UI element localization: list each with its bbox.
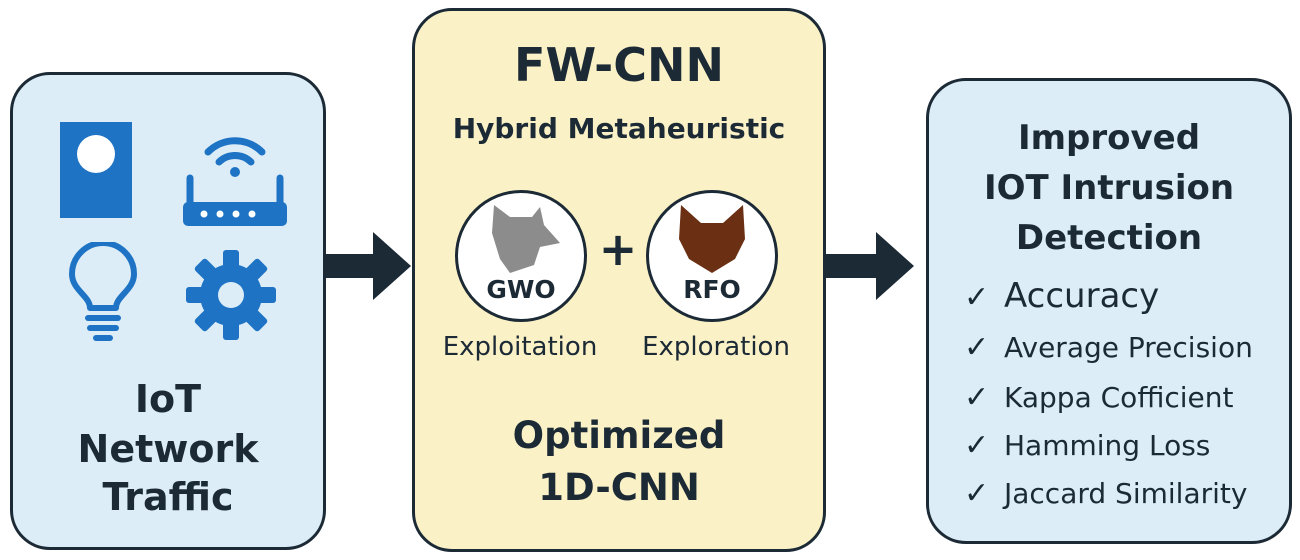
gwo-circle: GWO — [455, 190, 587, 322]
result-title-line-1: Improved — [1017, 118, 1201, 158]
flow-arrow-icon — [323, 232, 411, 300]
checkmark-icon: ✓ — [964, 476, 990, 511]
wolf-icon — [492, 205, 560, 273]
model-output-line-1: Optimized — [512, 414, 726, 457]
metric-label: Hamming Loss — [1004, 429, 1211, 462]
device-icon — [60, 122, 132, 218]
flow-arrow-icon — [826, 232, 914, 300]
model-title: FW-CNN — [514, 38, 724, 92]
input-label-line-2: Network — [77, 427, 259, 471]
input-label-line-3: Traffic — [102, 475, 234, 519]
gear-icon — [186, 250, 276, 340]
checkmark-icon: ✓ — [964, 280, 990, 315]
result-panel — [926, 78, 1292, 544]
metric-item: ✓ Hamming Loss — [964, 428, 1210, 463]
rfo-circle: RFO — [646, 190, 778, 322]
metric-item: ✓ Accuracy — [964, 276, 1159, 316]
metric-label: Average Precision — [1004, 331, 1253, 364]
metric-item: ✓ Kappa Cofficient — [964, 380, 1234, 415]
rfo-role-label: Exploration — [642, 332, 790, 362]
checkmark-icon: ✓ — [964, 380, 990, 415]
checkmark-icon: ✓ — [964, 428, 990, 463]
model-subtitle: Hybrid Metaheuristic — [452, 112, 786, 145]
wifi-router-icon — [183, 137, 287, 226]
fox-icon — [679, 205, 745, 273]
result-title-line-2: IOT Intrusion — [983, 168, 1235, 208]
gwo-label: GWO — [486, 275, 556, 304]
metric-label: Accuracy — [1004, 276, 1160, 316]
gwo-role-label: Exploitation — [442, 332, 598, 362]
metric-item: ✓ Jaccard Similarity — [964, 476, 1247, 511]
lightbulb-icon — [69, 242, 137, 341]
plus-operator: + — [598, 222, 638, 276]
metric-item: ✓ Average Precision — [964, 330, 1253, 365]
result-title-line-3: Detection — [1015, 218, 1203, 258]
model-output-line-2: 1D-CNN — [538, 466, 700, 509]
input-label-line-1: IoT — [134, 377, 202, 421]
rfo-label: RFO — [683, 275, 741, 304]
metric-label: Jaccard Similarity — [1004, 477, 1248, 510]
metric-label: Kappa Cofficient — [1004, 381, 1234, 414]
checkmark-icon: ✓ — [964, 330, 990, 365]
